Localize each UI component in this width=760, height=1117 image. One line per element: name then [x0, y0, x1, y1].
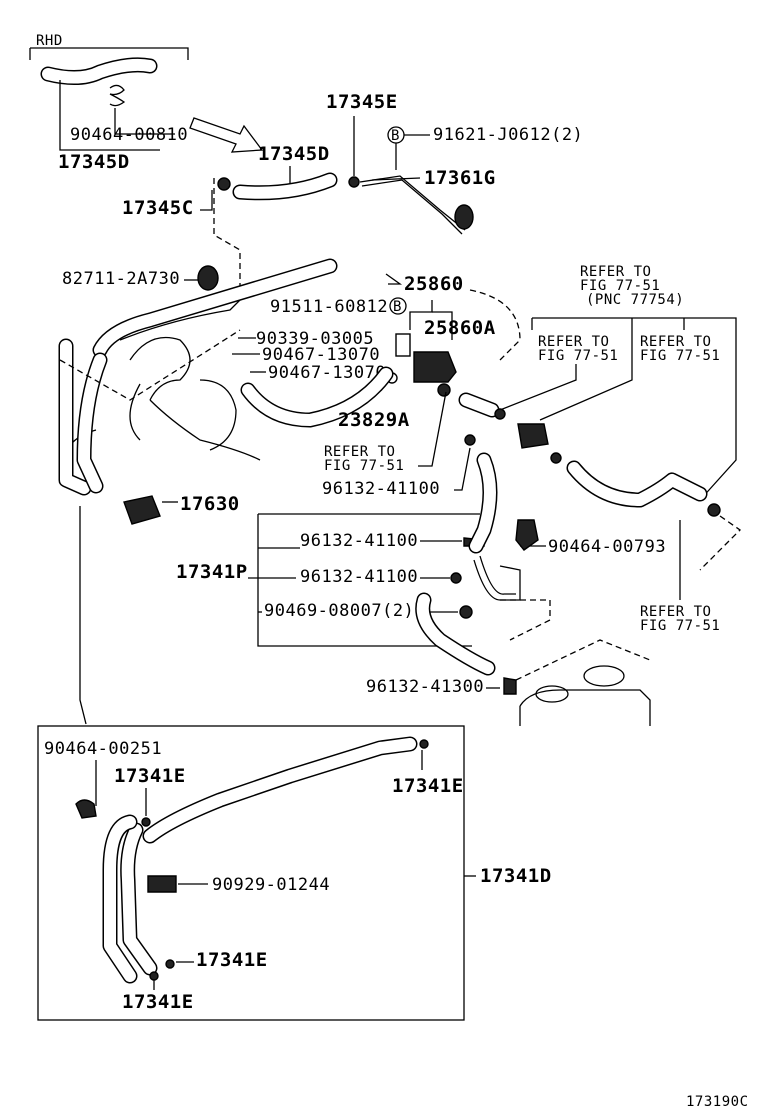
part-label-90467-a[interactable]: 90467-13070 — [262, 345, 380, 365]
callout-b2-letter: B — [393, 299, 402, 315]
ref5-line1: REFER TO — [324, 444, 395, 460]
part-label-23829a[interactable]: 23829A — [338, 409, 410, 431]
part-label-17630[interactable]: 17630 — [180, 493, 240, 515]
ref3-line2: FIG 77-51 — [640, 348, 720, 364]
part-label-17341p[interactable]: 17341P — [176, 561, 248, 583]
assembly-17341p: 96132-41100 17341P 96132-41100 90469-080… — [176, 452, 666, 726]
part-label-90464-00251[interactable]: 90464-00251 — [44, 739, 162, 759]
part-label-rhd-hose[interactable]: 17345D — [58, 151, 130, 173]
callout-b2-circle-icon — [389, 297, 407, 315]
ref3-line1: REFER TO — [640, 334, 711, 350]
part-label-17345d[interactable]: 17345D — [258, 143, 330, 165]
part-label-90339[interactable]: 90339-03005 — [256, 329, 374, 349]
part-label-91621[interactable]: 91621-J0612(2) — [433, 125, 583, 145]
ref1-line3: (PNC 77754) — [586, 292, 684, 308]
ref1-line2: FIG 77-51 — [580, 278, 660, 294]
part-label-17341d[interactable]: 17341D — [480, 865, 552, 887]
part-label-96132-c[interactable]: 96132-41100 — [300, 567, 418, 587]
part-label-96132-41300[interactable]: 96132-41300 — [366, 677, 484, 697]
part-label-rhd-clip[interactable]: 90464-00810 — [70, 125, 188, 145]
rhd-label: RHD — [36, 33, 63, 49]
figure-number: 173190C — [686, 1094, 749, 1110]
part-label-96132-a[interactable]: 96132-41100 — [322, 479, 440, 499]
ref4-line2: FIG 77-51 — [640, 618, 720, 634]
cap-icon — [197, 265, 219, 291]
part-label-17345e[interactable]: 17345E — [326, 91, 398, 113]
part-label-17341e-a[interactable]: 17341E — [114, 765, 186, 787]
part-label-90469[interactable]: 90469-08007(2) — [264, 601, 414, 621]
part-label-90467-b[interactable]: 90467-13070 — [268, 363, 386, 383]
part-label-17341e-d[interactable]: 17341E — [122, 991, 194, 1013]
rhd-inset: RHD 90464-00810 17345D — [29, 33, 264, 173]
part-label-17345c[interactable]: 17345C — [122, 197, 194, 219]
clip-icon — [515, 519, 539, 551]
filter-icon — [123, 495, 161, 525]
connector-icon — [454, 204, 474, 230]
part-label-90464-00793[interactable]: 90464-00793 — [548, 537, 666, 557]
part-label-17341e-c[interactable]: 17341E — [196, 949, 268, 971]
ref2-line2: FIG 77-51 — [538, 348, 618, 364]
upper-assembly: 17345E B 91621-J0612(2) 17345D 17361G 17… — [58, 91, 742, 725]
part-label-17361g[interactable]: 17361G — [424, 167, 496, 189]
vsv-bracket-icon — [413, 351, 457, 383]
part-label-25860a[interactable]: 25860A — [424, 317, 496, 339]
callout-b-letter: B — [391, 128, 400, 144]
part-label-25860[interactable]: 25860 — [404, 273, 464, 295]
connector-icon — [147, 875, 177, 893]
ref2-line1: REFER TO — [538, 334, 609, 350]
clamp-icon — [348, 176, 360, 188]
part-label-82711[interactable]: 82711-2A730 — [62, 269, 180, 289]
part-label-96132-b[interactable]: 96132-41100 — [300, 531, 418, 551]
ref1-line1: REFER TO — [580, 264, 651, 280]
vsv-body-icon — [395, 333, 411, 357]
ref5-line2: FIG 77-51 — [324, 458, 404, 474]
clip-icon — [75, 799, 97, 819]
part-label-90929[interactable]: 90929-01244 — [212, 875, 330, 895]
clip-icon — [217, 177, 231, 191]
part-label-91511[interactable]: 91511-60812 — [270, 297, 388, 317]
valve-icon — [517, 423, 549, 449]
assembly-17341d: 17341D 90464-00251 17341E 17341E 90929-0… — [37, 725, 552, 1021]
direction-arrow-icon — [189, 117, 264, 153]
rhd-clip-icon — [109, 84, 126, 107]
ref4-line1: REFER TO — [640, 604, 711, 620]
part-label-17341e-b[interactable]: 17341E — [392, 775, 464, 797]
